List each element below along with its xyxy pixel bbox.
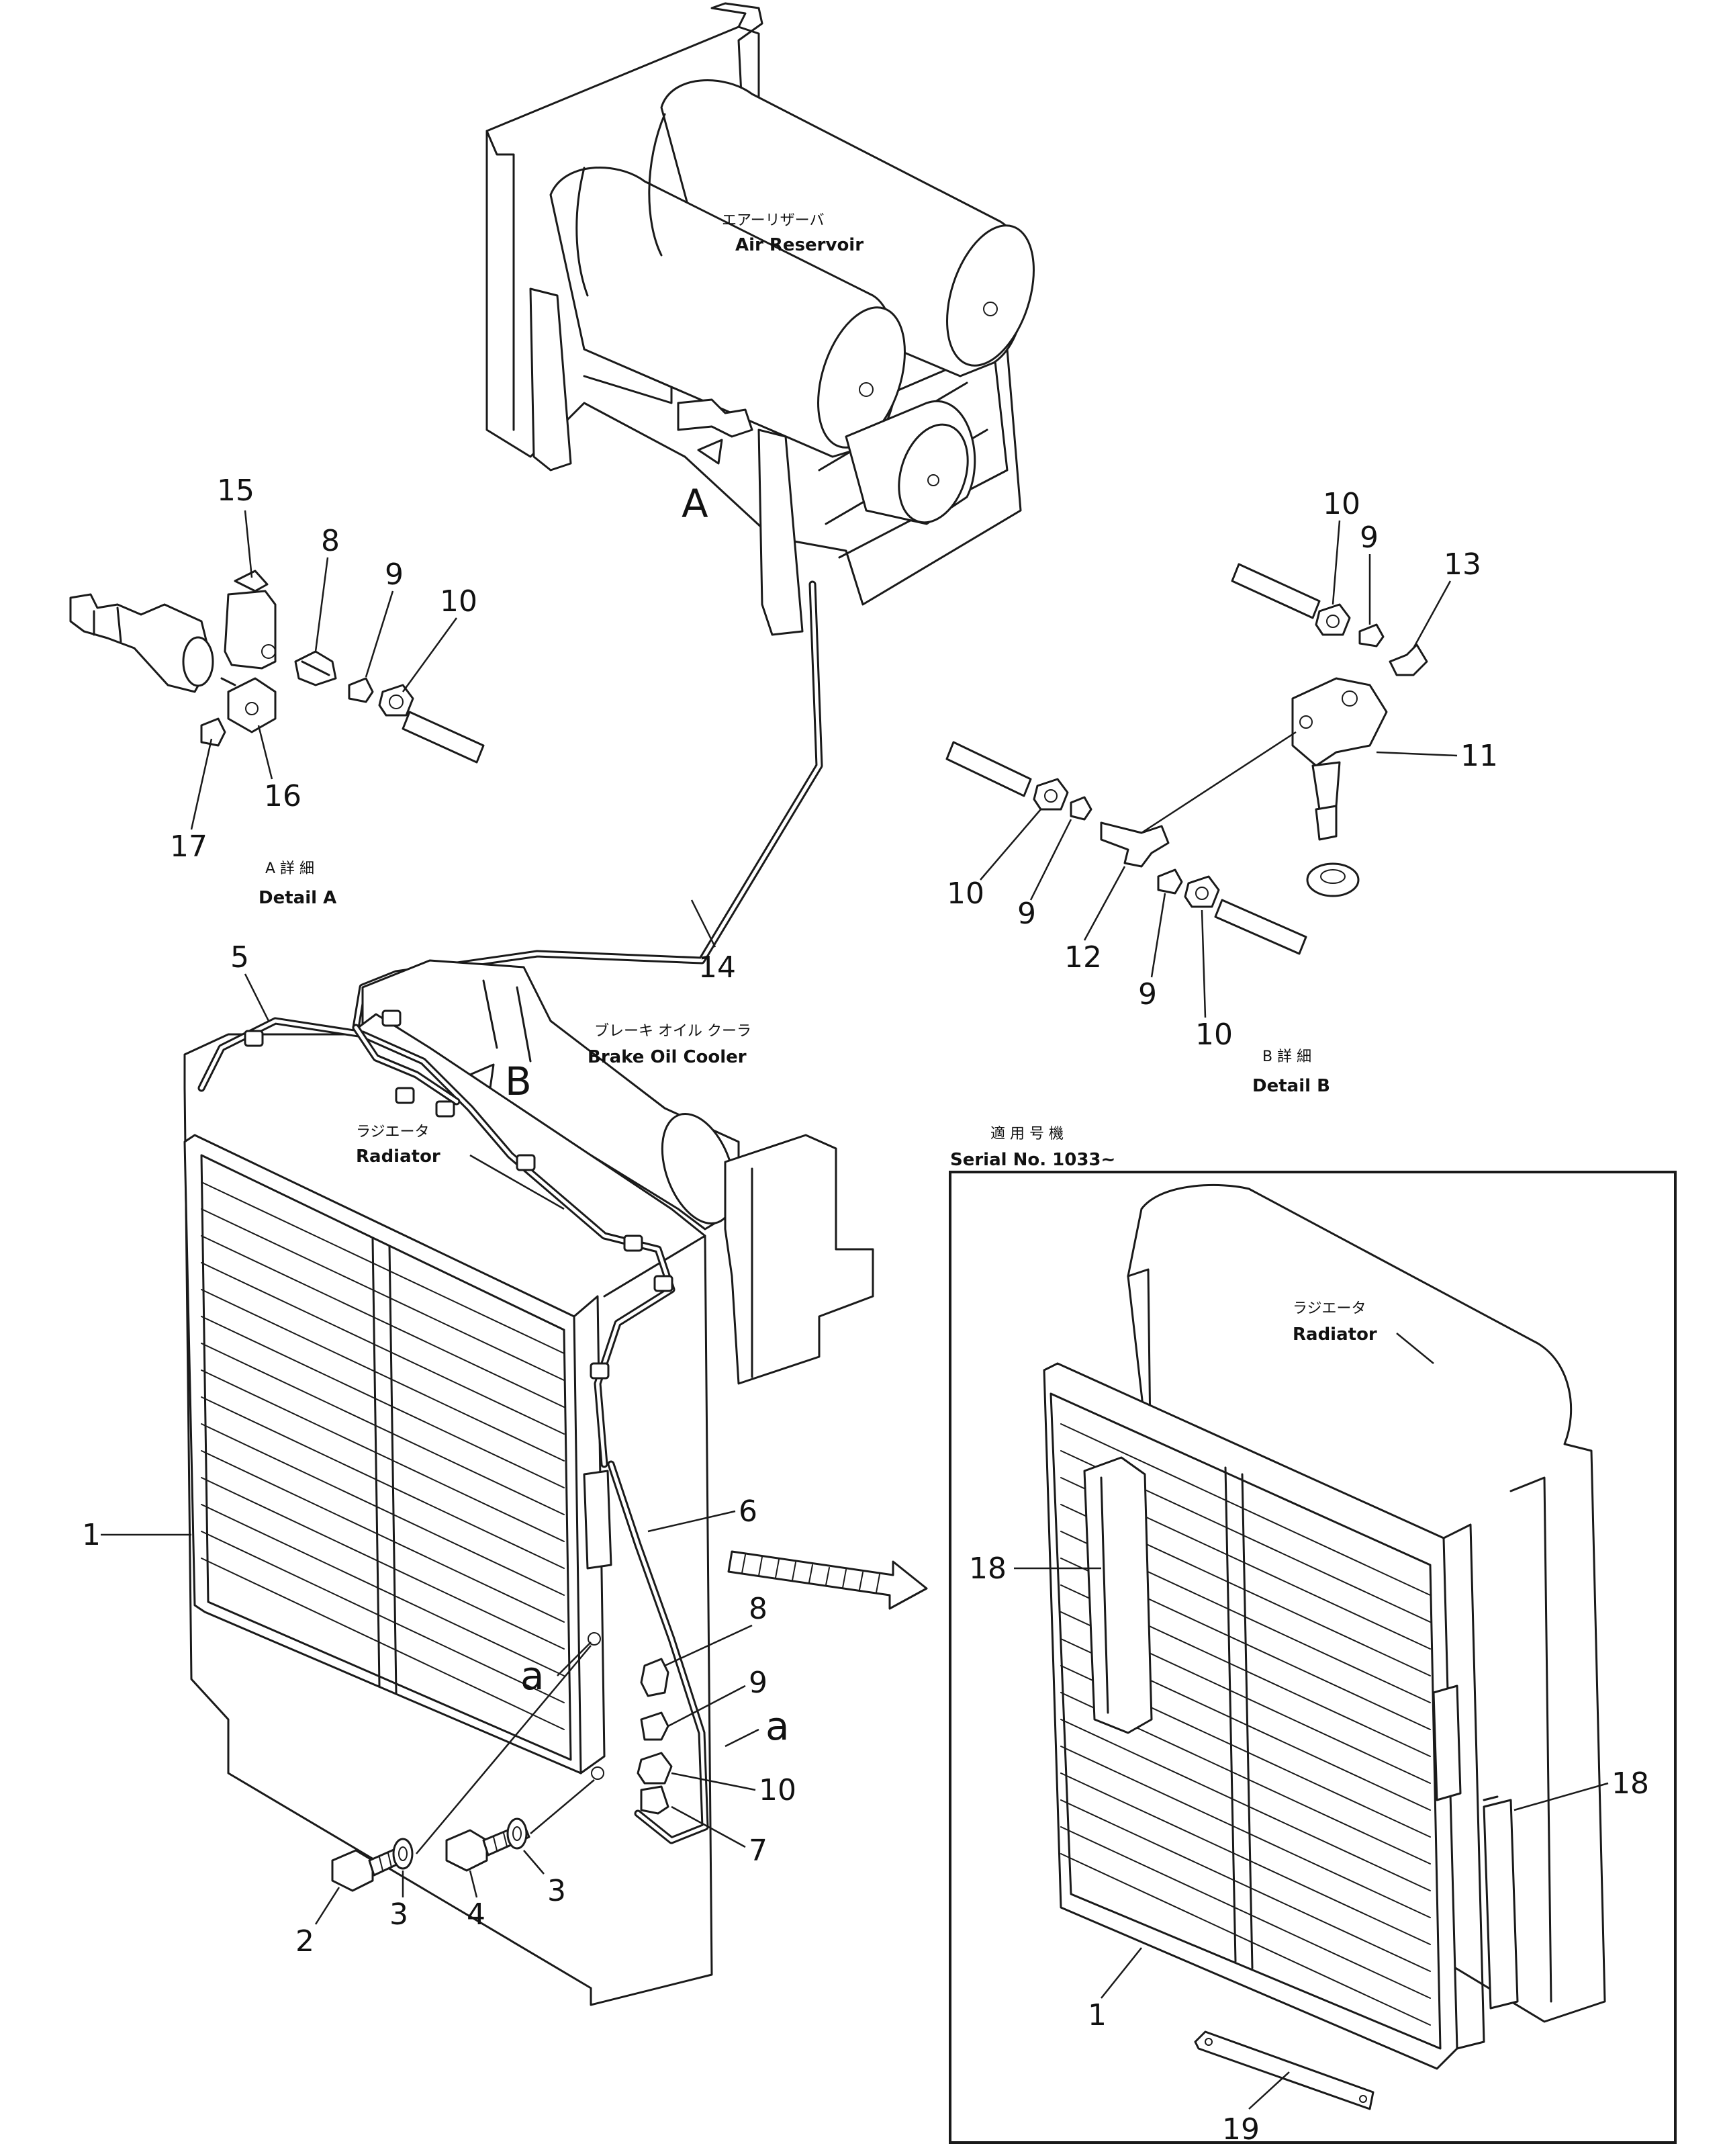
callout-10-b2: 10 xyxy=(947,877,984,911)
callout-9: 9 xyxy=(749,1666,767,1700)
callout-9-b3: 9 xyxy=(1138,977,1157,1012)
callout-13: 13 xyxy=(1444,547,1481,582)
detail-b: 10 9 13 11 10 9 12 9 10 B 詳 細 Detail B xyxy=(945,487,1498,1096)
callout-1: 1 xyxy=(82,1518,101,1552)
main-radiator: ラジエータ Radiator 5 14 1 6 8 9 a 10 7 a xyxy=(82,899,796,2006)
detail-b-label-en: Detail B xyxy=(1252,1076,1330,1096)
ref-a-right: a xyxy=(765,1703,790,1749)
radiator-label-jp: ラジエータ xyxy=(356,1124,430,1140)
callout-9-a: 9 xyxy=(385,557,404,592)
serial-label-en: Serial No. 1033~ xyxy=(950,1150,1115,1170)
callout-3-b: 3 xyxy=(547,1874,566,1908)
serial-inset: 適 用 号 機 Serial No. 1033~ xyxy=(949,1126,1677,2147)
air-reservoir-assembly: A エアーリザーバ Air Reservoir xyxy=(485,2,1035,636)
detail-a-label-jp: A 詳 細 xyxy=(265,860,314,877)
callout-3-a: 3 xyxy=(389,1897,408,1932)
callout-6: 6 xyxy=(739,1494,757,1529)
detail-b-label-jp: B 詳 細 xyxy=(1262,1048,1311,1065)
callout-2: 2 xyxy=(295,1924,314,1959)
inset-radiator-label-jp: ラジエータ xyxy=(1293,1300,1366,1317)
inset-radiator-label-en: Radiator xyxy=(1293,1324,1377,1345)
callout-9-b2: 9 xyxy=(1017,897,1036,931)
callout-16: 16 xyxy=(264,779,301,813)
callout-10-a: 10 xyxy=(440,584,477,619)
callout-10: 10 xyxy=(759,1773,796,1807)
detail-a: 15 8 9 10 16 17 A 詳 細 Detail A xyxy=(69,474,485,908)
callout-11: 11 xyxy=(1460,739,1498,773)
view-a-label: A xyxy=(682,481,708,527)
serial-label-jp: 適 用 号 機 xyxy=(990,1126,1064,1142)
callout-10-b3: 10 xyxy=(1195,1018,1233,1052)
air-reservoir-label-jp: エアーリザーバ xyxy=(722,212,824,229)
callout-14: 14 xyxy=(698,950,736,985)
inset-frame xyxy=(949,1171,1677,2144)
callout-4: 4 xyxy=(467,1897,485,1932)
radiator-label-en: Radiator xyxy=(356,1147,440,1167)
brake-oil-cooler-label-en: Brake Oil Cooler xyxy=(588,1047,747,1067)
brake-oil-cooler-label-jp: ブレーキ オイル クーラ xyxy=(594,1023,751,1040)
callout-9-b1: 9 xyxy=(1360,521,1379,555)
bolts-and-washers: 2 3 4 3 xyxy=(295,1645,595,1959)
callout-18-a: 18 xyxy=(969,1552,1007,1586)
callout-19: 19 xyxy=(1222,2112,1260,2147)
callout-12: 12 xyxy=(1064,940,1102,975)
callout-8-a: 8 xyxy=(321,524,340,558)
radiator-louvers xyxy=(201,1181,565,1730)
callout-5: 5 xyxy=(230,940,249,975)
air-reservoir-label-en: Air Reservoir xyxy=(735,235,864,255)
callout-10-b1: 10 xyxy=(1323,487,1360,521)
callout-17: 17 xyxy=(170,829,207,864)
callout-8: 8 xyxy=(749,1592,767,1626)
callout-18-b: 18 xyxy=(1612,1766,1649,1801)
callout-7: 7 xyxy=(749,1834,767,1868)
callout-1-inset: 1 xyxy=(1088,1998,1107,2032)
view-b-label: B xyxy=(505,1059,532,1104)
detail-a-label-en: Detail A xyxy=(259,888,336,908)
callout-15: 15 xyxy=(217,474,254,508)
hatched-arrow xyxy=(727,1550,928,1610)
ref-a-left: a xyxy=(520,1653,545,1699)
